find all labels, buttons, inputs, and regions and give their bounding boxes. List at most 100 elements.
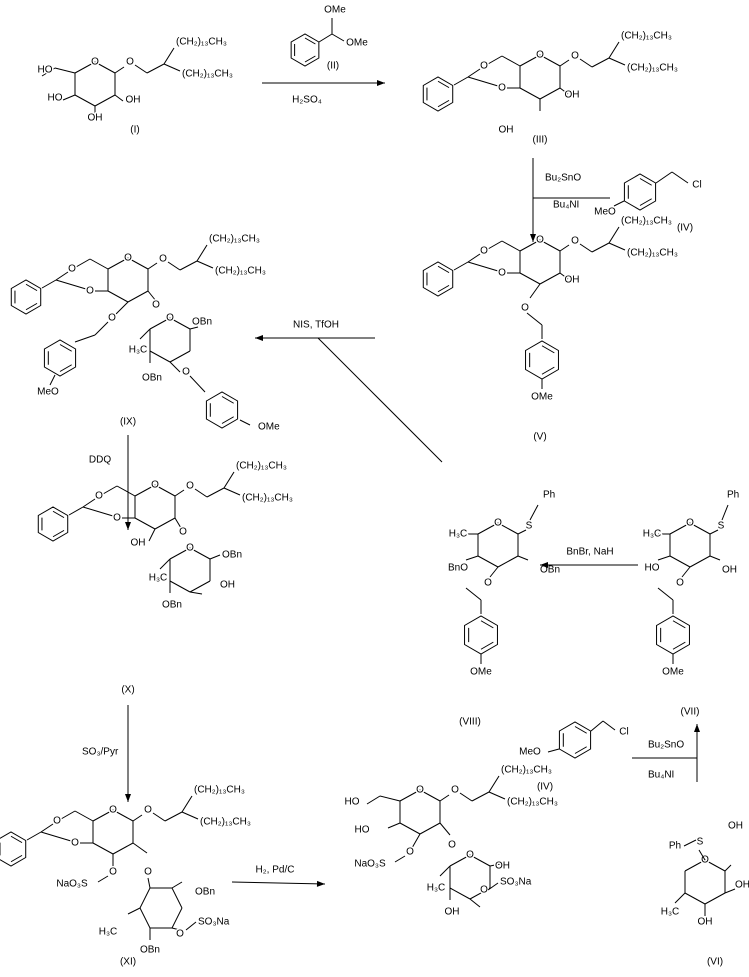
bond bbox=[704, 859, 726, 872]
ether-oxygen: O bbox=[484, 578, 492, 589]
methyl: H₃C bbox=[99, 927, 118, 938]
bond bbox=[181, 811, 199, 820]
bond bbox=[449, 887, 471, 900]
bond bbox=[467, 261, 499, 272]
bond bbox=[102, 485, 118, 495]
bond bbox=[579, 243, 593, 253]
bond bbox=[541, 366, 555, 375]
bond bbox=[52, 529, 65, 538]
bond bbox=[459, 792, 473, 802]
reaction-arrow-7 bbox=[540, 562, 638, 568]
ring-oxygen: O bbox=[536, 50, 544, 61]
hydroxyl: OH bbox=[722, 565, 737, 576]
bond bbox=[539, 87, 561, 100]
reagent-label: H₂, Pd/C bbox=[256, 865, 295, 876]
glycosidic-oxygen: O bbox=[571, 236, 579, 247]
bond bbox=[529, 283, 541, 299]
bond bbox=[82, 506, 114, 517]
sodium-sulfonate: NaO₃S bbox=[354, 859, 386, 870]
ring-oxygen: O bbox=[109, 805, 117, 816]
bond bbox=[139, 907, 151, 929]
benzene-ring-icon bbox=[656, 615, 690, 655]
compound-X: OOOO(CH₂)₁₃CH₃(CH₂)₁₃CH₃OHOOOBnH₃COBnOH(… bbox=[37, 459, 294, 697]
ether-oxygen: O bbox=[448, 840, 456, 851]
bond bbox=[689, 555, 711, 568]
bond bbox=[154, 517, 176, 530]
methyl: H₃C bbox=[427, 883, 446, 894]
alkyl-chain: (CH₂)₁₃CH₃ bbox=[236, 461, 287, 472]
bond bbox=[112, 842, 134, 855]
ring-outline bbox=[464, 615, 498, 655]
ring-oxygen: O bbox=[91, 57, 99, 68]
hydroxyl: HO bbox=[48, 93, 63, 104]
acetal-oxygen: O bbox=[95, 491, 103, 502]
hydroxyl: OH bbox=[728, 821, 743, 832]
bond bbox=[704, 892, 726, 905]
bond bbox=[74, 334, 96, 343]
compound-XI: OOOO(CH₂)₁₃CH₃(CH₂)₁₃CH₃ONaO₃SOOBnOSO₃Na… bbox=[0, 783, 252, 969]
bond bbox=[94, 321, 109, 336]
bond bbox=[147, 877, 151, 889]
bond bbox=[672, 620, 686, 629]
bond bbox=[169, 317, 191, 330]
benzyloxy: OBn bbox=[140, 945, 160, 956]
bond bbox=[487, 882, 499, 891]
chlorine: Cl bbox=[692, 180, 701, 191]
bond bbox=[167, 261, 181, 271]
sulfur: S bbox=[718, 521, 725, 532]
alkyl-chain: (CH₂)₁₃CH₃ bbox=[200, 817, 251, 828]
bond bbox=[132, 814, 143, 822]
acetal-oxygen: O bbox=[480, 61, 488, 72]
ring-oxygen: O bbox=[151, 480, 159, 491]
ring-outline bbox=[37, 506, 69, 542]
bond bbox=[709, 555, 721, 561]
bond bbox=[94, 61, 116, 74]
ring-outline bbox=[525, 340, 559, 380]
bond bbox=[68, 506, 84, 516]
ether-oxygen: O bbox=[108, 313, 116, 324]
bond bbox=[25, 283, 38, 292]
bond bbox=[163, 47, 175, 65]
hydroxyl: OH bbox=[698, 917, 713, 928]
sulfur: S bbox=[526, 521, 533, 532]
bond bbox=[497, 522, 519, 535]
bond bbox=[574, 746, 587, 754]
benzyloxy: OBn bbox=[195, 887, 215, 898]
bond bbox=[684, 892, 706, 905]
bond bbox=[159, 558, 171, 570]
bond bbox=[196, 260, 214, 269]
bond bbox=[539, 272, 561, 285]
ring-oxygen: O bbox=[186, 543, 194, 554]
compound-label: (VIII) bbox=[459, 717, 481, 728]
methoxy-group: OMe bbox=[662, 667, 684, 678]
methoxy-group: OMe bbox=[346, 38, 368, 49]
bond bbox=[164, 811, 183, 822]
ring-oxygen: O bbox=[416, 785, 424, 796]
hydroxyl: HO bbox=[345, 797, 360, 808]
bond bbox=[59, 364, 72, 372]
methoxy-group: MeO bbox=[37, 387, 59, 398]
reaction-arrow-1 bbox=[262, 80, 385, 86]
alkyl-chain: (CH₂)₁₃CH₃ bbox=[621, 216, 672, 227]
bond bbox=[480, 641, 494, 650]
bond bbox=[639, 198, 652, 206]
bond bbox=[724, 864, 732, 872]
hydroxyl: OH bbox=[565, 275, 580, 286]
bond bbox=[179, 260, 198, 271]
chlorine: Cl bbox=[619, 727, 628, 738]
bond bbox=[501, 240, 521, 252]
bond bbox=[465, 555, 479, 561]
benzene-ring-icon bbox=[422, 76, 454, 112]
bond bbox=[698, 849, 706, 861]
bond bbox=[52, 510, 65, 519]
bond bbox=[591, 242, 610, 253]
ring-outline bbox=[422, 261, 454, 297]
bond bbox=[387, 822, 401, 829]
methoxy-group: OMe bbox=[470, 667, 492, 678]
ring-oxygen: O bbox=[494, 518, 502, 529]
bond bbox=[54, 67, 76, 74]
glycosidic-oxygen: O bbox=[126, 57, 134, 68]
acetal-oxygen: O bbox=[68, 264, 76, 275]
